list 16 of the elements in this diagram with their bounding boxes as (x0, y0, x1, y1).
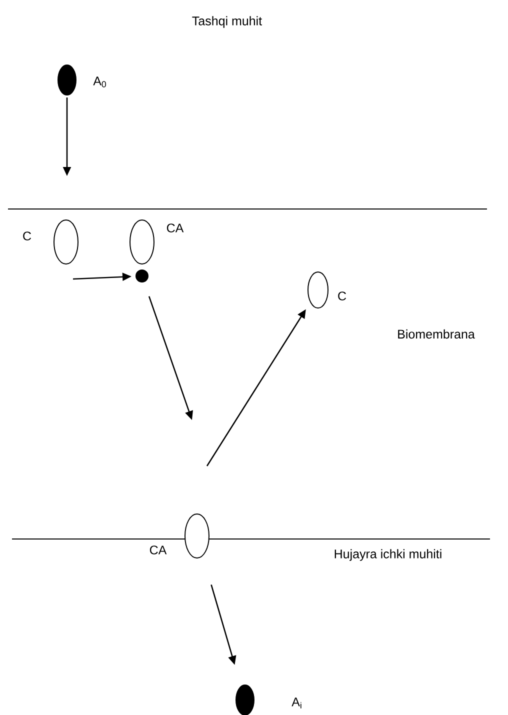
node-label: C (338, 292, 346, 300)
node-label: CA (166, 224, 184, 232)
particle-dot (136, 270, 148, 282)
region-label: Biomembrana (398, 329, 475, 339)
carrier-ellipse (308, 272, 328, 308)
node-label: A$_{i}$ (292, 698, 302, 708)
node-label: A$_{0}$ (93, 76, 106, 88)
particle-dot (58, 64, 76, 96)
particle-dot (236, 684, 254, 715)
carrier-ellipse (54, 220, 78, 264)
node-label: CA (150, 546, 167, 554)
region-label: Tashqi muhit (192, 16, 262, 28)
region-label: Hujayra ichki muhiti (334, 549, 442, 561)
carrier-ellipse (184, 514, 210, 558)
node-label: C (23, 232, 32, 240)
carrier-ellipse (130, 220, 154, 264)
